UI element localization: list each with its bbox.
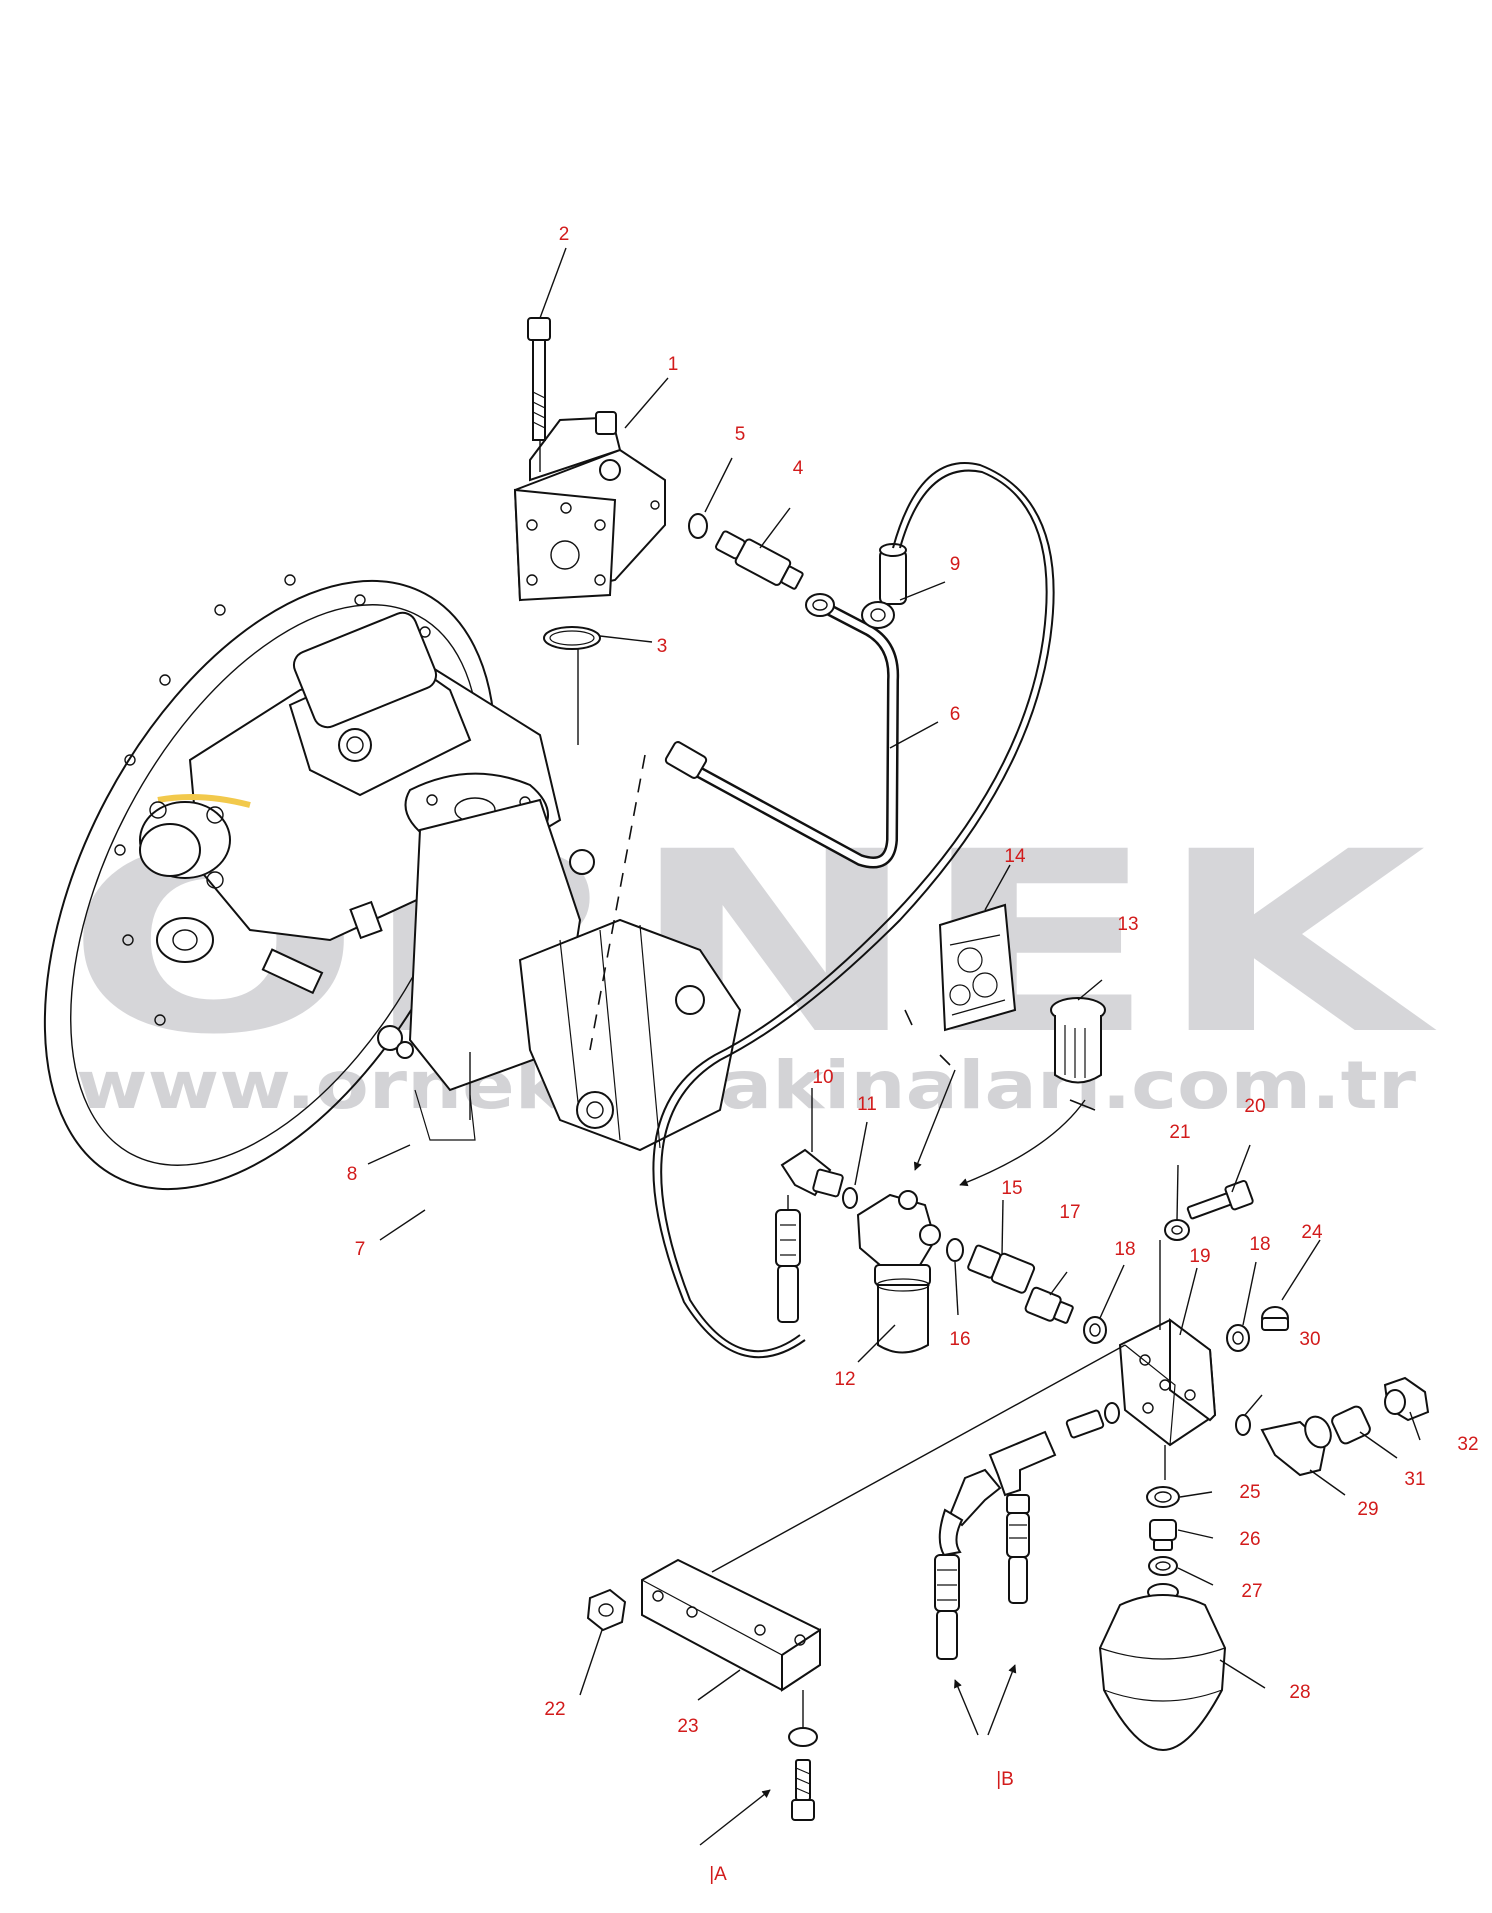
bracket-block <box>1118 1318 1217 1447</box>
callout-3: 3 <box>657 636 668 657</box>
callout-14: 14 <box>1004 846 1026 867</box>
callout-22: 22 <box>544 1699 565 1720</box>
callout-20: 20 <box>1244 1096 1265 1117</box>
callout-21: 21 <box>1169 1122 1190 1143</box>
washer-25 <box>1146 1486 1180 1508</box>
callout-11: 11 <box>857 1094 877 1115</box>
main-pump-assembly <box>43 574 742 1191</box>
callout-18-right: 18 <box>1249 1234 1270 1255</box>
schematic-card <box>938 903 1017 1032</box>
o-ring-30 <box>1235 1414 1251 1436</box>
callout-30: 30 <box>1299 1329 1320 1350</box>
bolt-20 <box>1186 1179 1254 1220</box>
fitting-26 <box>1149 1519 1177 1551</box>
callout-15: 15 <box>1001 1178 1022 1199</box>
bolt <box>527 317 551 441</box>
callout-9: 9 <box>950 554 961 575</box>
hose-elbow <box>775 1148 844 1323</box>
filter-cap <box>1050 997 1106 1084</box>
callout-4: 4 <box>793 458 804 479</box>
filter <box>856 1190 941 1354</box>
callout-24: 24 <box>1301 1222 1323 1243</box>
elbow-fitting <box>861 543 907 629</box>
watermark-url: www.ornekismakinalari.com.tr <box>76 1047 1417 1124</box>
callout-8: 8 <box>347 1164 358 1185</box>
callout-10: 10 <box>812 1067 833 1088</box>
cap-32 <box>1383 1376 1430 1422</box>
callout-28: 28 <box>1289 1682 1310 1703</box>
adapter-fitting <box>715 530 804 590</box>
washer-18-right <box>1226 1324 1250 1352</box>
o-ring-small <box>688 513 708 539</box>
callout-1: 1 <box>668 354 679 375</box>
shaft-highlight <box>157 793 251 808</box>
callout-31: 31 <box>1404 1469 1425 1490</box>
callout-labels: 2 1 5 4 9 3 6 14 13 10 11 8 7 15 17 21 2… <box>347 224 1479 1885</box>
callout-17: 17 <box>1059 1202 1080 1223</box>
callout-12: 12 <box>834 1369 855 1390</box>
callout-25: 25 <box>1239 1482 1260 1503</box>
callout-29: 29 <box>1357 1499 1378 1520</box>
bolt-23 <box>791 1759 815 1821</box>
accumulator <box>1098 1583 1227 1752</box>
angle-bracket <box>641 1558 821 1692</box>
pipe <box>664 593 900 869</box>
callout-26: 26 <box>1239 1529 1260 1550</box>
fitting-17 <box>1024 1286 1074 1324</box>
washer-18-left <box>1083 1316 1107 1344</box>
washer-27 <box>1148 1556 1178 1576</box>
callout-23: 23 <box>677 1716 698 1737</box>
elbow-29 <box>1260 1415 1332 1477</box>
view-b-label: |B <box>996 1769 1014 1790</box>
o-ring-11 <box>842 1187 858 1209</box>
callout-27: 27 <box>1241 1581 1262 1602</box>
washer-21 <box>1164 1219 1190 1241</box>
callout-5: 5 <box>735 424 746 445</box>
nut-22 <box>586 1588 627 1632</box>
callout-19: 19 <box>1189 1246 1210 1267</box>
leader-lines <box>367 247 1421 1701</box>
washer-23 <box>788 1727 818 1747</box>
cap-24 <box>1261 1306 1289 1331</box>
tee-hose-assembly <box>934 1402 1120 1660</box>
watermark: ORNEK www.ornekismakinalari.com.tr <box>66 798 1437 1124</box>
control-valve-block <box>513 411 666 602</box>
view-a-label: |A <box>709 1864 727 1885</box>
callout-13: 13 <box>1117 914 1138 935</box>
nut-31 <box>1331 1405 1371 1445</box>
o-ring <box>543 626 601 650</box>
o-ring-16 <box>946 1238 964 1262</box>
callout-6: 6 <box>950 704 961 725</box>
callout-16: 16 <box>949 1329 970 1350</box>
adapter-15 <box>967 1244 1036 1294</box>
arrows <box>699 1069 1086 1846</box>
callout-32: 32 <box>1457 1434 1478 1455</box>
callout-18-left: 18 <box>1114 1239 1135 1260</box>
callout-2: 2 <box>559 224 570 245</box>
callout-7: 7 <box>355 1239 366 1260</box>
